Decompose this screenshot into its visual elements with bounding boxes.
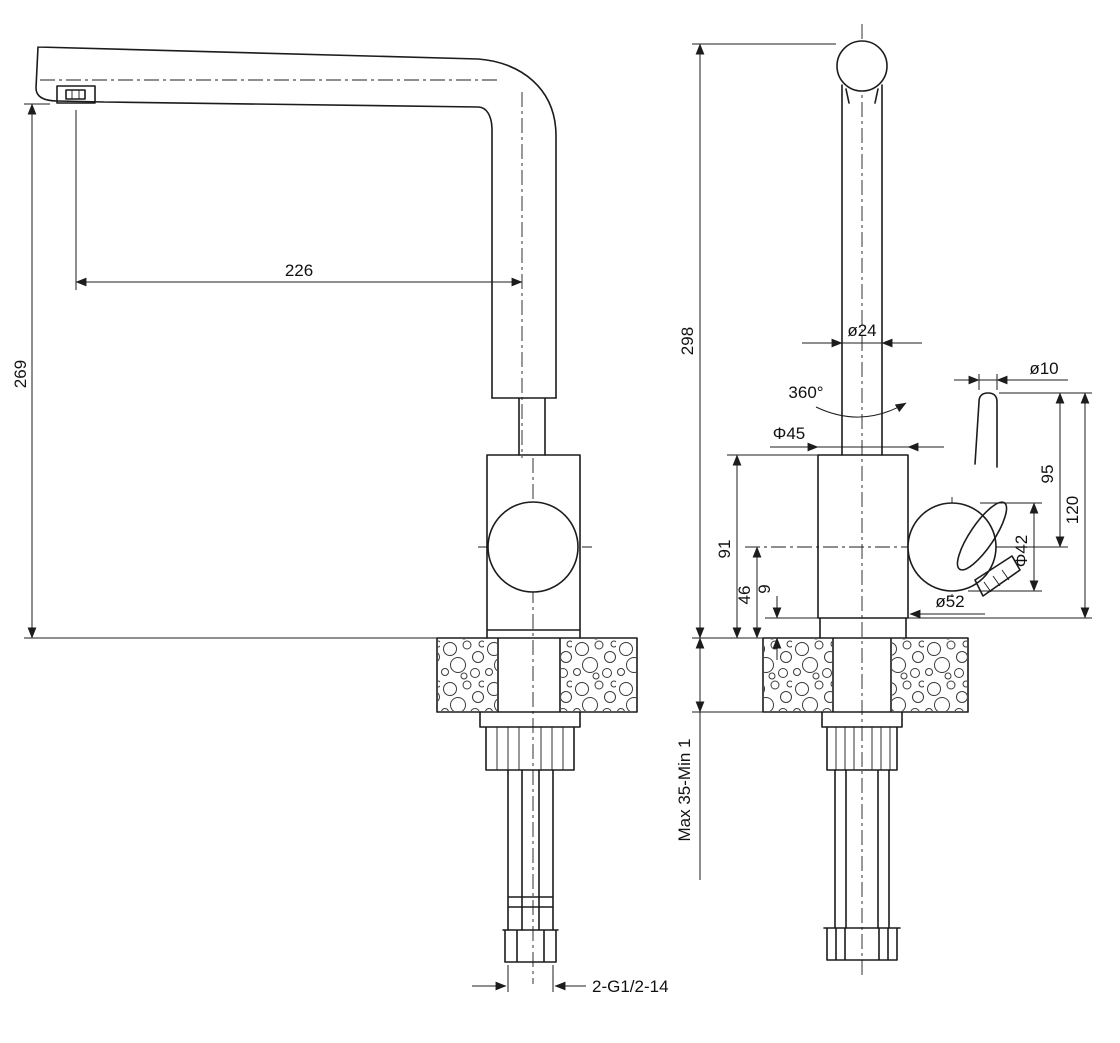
hose-nuts	[823, 927, 901, 961]
countertop-section	[762, 637, 969, 713]
dim-base-gap: 9	[755, 584, 782, 660]
rotation-arc	[815, 402, 907, 418]
connector-nut	[502, 929, 559, 963]
dim-thread-spec: 2-G1/2-14	[472, 965, 669, 996]
dim-deck-thickness: Max 35-Min 1	[675, 637, 705, 880]
centerlines	[40, 79, 592, 984]
dim-269-label: 269	[11, 360, 30, 388]
dim-swivel-angle: 360°	[788, 383, 907, 418]
dim-height-120: 120	[1063, 392, 1090, 619]
dim-f42-label: Φ42	[1012, 535, 1031, 567]
supply-hoses	[834, 769, 890, 929]
spout-outline	[35, 46, 557, 399]
pipe-top	[836, 40, 888, 92]
thread-spec-label: 2-G1/2-14	[592, 977, 669, 996]
dim-o52-label: ø52	[935, 592, 964, 611]
countertop-section	[436, 637, 638, 713]
dim-91-label: 91	[715, 540, 734, 559]
right-view: 298 Max 35-Min 1 91 46 9 ø2	[675, 24, 1092, 975]
countertop-hatch-right	[561, 639, 636, 711]
dim-f45-label: Φ45	[773, 424, 805, 443]
dim-298-label: 298	[678, 327, 697, 355]
dim-9-label: 9	[755, 584, 774, 593]
knurl-lines	[835, 727, 891, 770]
aerator-grid	[71, 90, 80, 99]
dim-total-height: 298	[678, 43, 705, 639]
ball-joint	[487, 501, 579, 593]
dim-center-height: 46	[735, 546, 762, 639]
dim-spout-reach: 226	[75, 110, 523, 290]
dim-120-label: 120	[1063, 496, 1082, 524]
dim-handle-diameter: ø10	[954, 359, 1068, 385]
left-view: 226 269 2-G1/2-14	[11, 46, 669, 996]
countertop-hatch-left	[764, 639, 832, 711]
deck-thickness-label: Max 35-Min 1	[675, 739, 694, 842]
dim-226-label: 226	[285, 261, 313, 280]
knurl-lines	[496, 727, 564, 770]
mounting-hardware	[479, 711, 581, 771]
countertop-hatch-left	[438, 639, 497, 711]
faucet-body	[817, 454, 909, 639]
countertop-hatch-right	[892, 639, 967, 711]
dim-o24-label: ø24	[847, 321, 876, 340]
handle-lever	[974, 392, 998, 468]
extension-lines	[507, 965, 554, 992]
dim-body-height: 91	[715, 454, 742, 639]
dim-handle-height: 95	[1038, 392, 1065, 548]
dim-pipe-diameter: ø24	[802, 321, 922, 348]
handle-tail-knurl	[983, 569, 1010, 593]
mounting-hardware	[821, 711, 903, 771]
faucet-body	[486, 454, 581, 639]
spout-neck	[491, 397, 557, 456]
swivel-angle-label: 360°	[788, 383, 823, 402]
dim-o10-label: ø10	[1029, 359, 1058, 378]
dim-46-label: 46	[735, 586, 754, 605]
dim-95-label: 95	[1038, 465, 1057, 484]
dim-ball-diameter: Φ42	[1012, 502, 1039, 592]
dim-body-diameter: Φ45	[770, 424, 944, 452]
dim-base-diameter: ø52	[909, 592, 985, 619]
threaded-shank	[507, 769, 554, 931]
pipe	[841, 84, 883, 456]
dim-spout-height: 269	[11, 103, 437, 639]
